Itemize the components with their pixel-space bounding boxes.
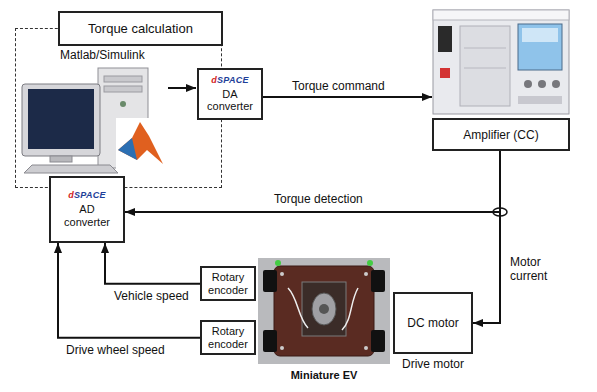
screw bbox=[364, 346, 368, 350]
vehicle-illustration bbox=[258, 258, 390, 364]
status-light bbox=[275, 260, 281, 266]
group-title: Matlab/Simulink bbox=[60, 48, 145, 62]
box-label: Rotary encoder bbox=[206, 325, 250, 350]
wires bbox=[288, 288, 358, 330]
signal-arrow bbox=[58, 243, 200, 338]
amplifier-box: Amplifier (CC) bbox=[432, 8, 570, 151]
shaft bbox=[319, 304, 329, 314]
front-panel bbox=[460, 26, 510, 106]
matlab-logo bbox=[118, 122, 163, 164]
knob bbox=[538, 80, 546, 88]
box-label: DA converter bbox=[203, 88, 257, 113]
screw bbox=[364, 272, 368, 276]
screw bbox=[280, 272, 284, 276]
monitor-screen bbox=[28, 89, 94, 149]
drive-bay bbox=[104, 76, 142, 82]
wheel bbox=[263, 270, 277, 292]
converter-box: dSPACE AD converter bbox=[49, 176, 125, 243]
photo-caption: Miniature EV bbox=[291, 369, 358, 381]
status-light bbox=[367, 260, 373, 266]
encoder-box: Rotary encoder bbox=[200, 266, 256, 301]
signal-label: Vehicle speed bbox=[112, 290, 191, 304]
box-title: Torque calculation bbox=[88, 21, 193, 37]
logo-ground bbox=[116, 118, 164, 170]
computer-illustration bbox=[22, 68, 196, 173]
wheel bbox=[371, 330, 385, 352]
monitor-stand bbox=[50, 156, 72, 162]
signal-label: Motor current bbox=[508, 256, 566, 284]
panel-line bbox=[464, 68, 506, 69]
matlab-logo bbox=[118, 138, 137, 160]
converter-box: dSPACE DA converter bbox=[197, 68, 263, 120]
monitor bbox=[22, 84, 100, 156]
brand-logo: dSPACE bbox=[68, 190, 106, 201]
brand-logo: dSPACE bbox=[211, 75, 249, 86]
keyboard bbox=[24, 165, 118, 173]
display-field bbox=[522, 28, 558, 42]
signal-label: Drive wheel speed bbox=[64, 344, 167, 358]
vehicle-photo: Miniature EV bbox=[258, 258, 390, 364]
panel-line bbox=[464, 48, 506, 49]
mechanism bbox=[302, 282, 346, 336]
encoder-box: Rotary encoder bbox=[200, 320, 256, 355]
box-label: AD converter bbox=[55, 203, 119, 228]
photo-ground bbox=[258, 258, 390, 364]
signal-arrow bbox=[125, 151, 500, 212]
signal-label: Torque command bbox=[290, 80, 387, 94]
signal-arrow bbox=[105, 243, 200, 284]
title-box: Torque calculation bbox=[58, 11, 223, 46]
motor bbox=[312, 293, 336, 325]
chassis-plate bbox=[274, 266, 374, 356]
wheel bbox=[371, 270, 385, 292]
amplifier-illustration bbox=[433, 10, 569, 114]
box-label: Rotary encoder bbox=[206, 271, 250, 296]
amplifier-body bbox=[433, 10, 569, 114]
amplifier-top bbox=[433, 10, 569, 20]
drive-bay bbox=[104, 86, 142, 92]
box-label: DC motor bbox=[407, 316, 458, 330]
knob bbox=[524, 80, 532, 88]
knob bbox=[552, 80, 560, 88]
dashed-group: Matlab/SimulinkTorque calculationdSPACEA… bbox=[15, 28, 222, 188]
signal-label: Torque detection bbox=[272, 193, 365, 207]
part-caption: Drive motor bbox=[402, 357, 464, 371]
signal-arrow bbox=[473, 151, 500, 323]
display bbox=[518, 24, 562, 70]
wheel bbox=[263, 330, 277, 352]
screw bbox=[280, 346, 284, 350]
power-led bbox=[120, 101, 126, 107]
signal-arrow bbox=[263, 96, 432, 98]
box-label: Amplifier (CC) bbox=[432, 118, 570, 151]
power-switch bbox=[438, 26, 452, 52]
terminal-strip bbox=[518, 96, 562, 104]
indicator bbox=[440, 68, 450, 78]
motor-box: DC motorDrive motor bbox=[393, 292, 473, 354]
data-arrow bbox=[168, 87, 196, 89]
